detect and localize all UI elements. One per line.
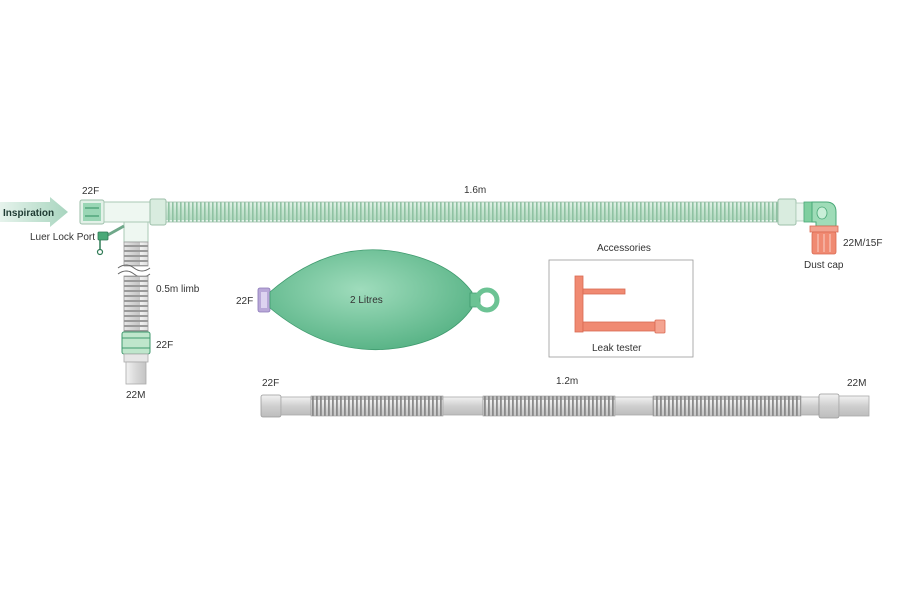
port-22f-limb-label: 22F [156,340,173,351]
inspiration-label: Inspiration [3,208,54,219]
elbow-connector [777,198,837,227]
luer-lock-port [96,224,125,256]
port-22m-bottom-label: 22M [847,378,866,389]
bottom-tube-1-2m [260,393,870,419]
dust-cap-label: Dust cap [804,260,844,271]
dust-cap [809,225,839,255]
elbow-connector-label: 22M/15F [843,238,882,249]
main-tube-1-6m [165,201,779,223]
accessories-label: Accessories [597,243,651,254]
accessories-box [548,259,694,358]
y-piece-connector [79,198,167,243]
reservoir-bag [257,249,500,351]
limb-length-label: 0.5m limb [156,284,200,295]
leak-tester-label: Leak tester [592,343,642,354]
port-22f-bottom-label: 22F [262,378,279,389]
main-tube-length-label: 1.6m [464,185,486,196]
port-22f-top-label: 22F [82,186,99,197]
port-22m-limb-label: 22M [126,390,145,401]
luer-lock-label: Luer Lock Port [30,232,95,243]
leak-tester [574,275,666,334]
inspiration-arrow: Inspiration [0,197,68,227]
limb-0-5m [117,241,151,385]
port-22f-bag-label: 22F [236,296,253,307]
bag-volume-label: 2 Litres [350,295,383,306]
bottom-tube-length-label: 1.2m [556,376,578,387]
